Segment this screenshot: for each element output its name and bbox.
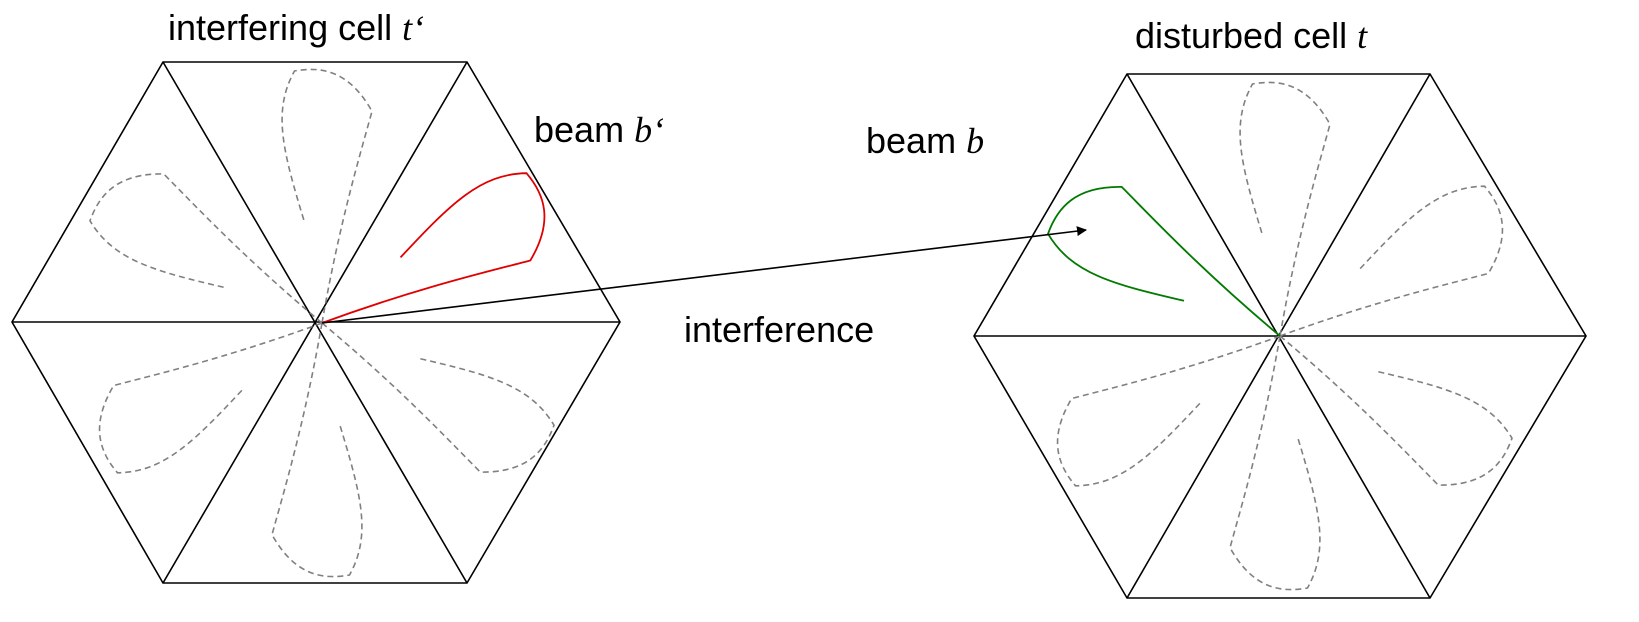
disturbed-cell-label: disturbed cell t: [1135, 15, 1368, 56]
interfering-cell: [11, 61, 621, 584]
sector-line: [162, 61, 468, 584]
interference-label: interference: [684, 309, 874, 350]
beam-lobe-dashed: [1279, 335, 1513, 486]
disturbed-cell: [973, 73, 1587, 599]
beam-lobe-dashed: [1056, 335, 1281, 487]
beam-lobe-dashed: [98, 322, 323, 474]
beam-lobe-dashed: [1229, 335, 1321, 591]
beam-b-label: beam b: [866, 120, 984, 161]
beam-lobe-dashed: [271, 322, 363, 578]
beam-lobe-dashed: [321, 322, 555, 473]
beam-lobe-dashed: [1279, 185, 1504, 337]
beam-b-prime-label: beam b‘: [534, 109, 664, 150]
beam-lobe-dashed: [1239, 81, 1331, 337]
disturbed-beam-lobe: [1047, 185, 1281, 337]
beam-lobe-dashed: [281, 68, 373, 324]
interfering-cell-label: interfering cell t‘: [168, 7, 424, 48]
interference-arrow: [321, 226, 1087, 324]
beam-lobe-dashed: [89, 173, 323, 324]
interfering-beam-lobe: [321, 172, 546, 324]
